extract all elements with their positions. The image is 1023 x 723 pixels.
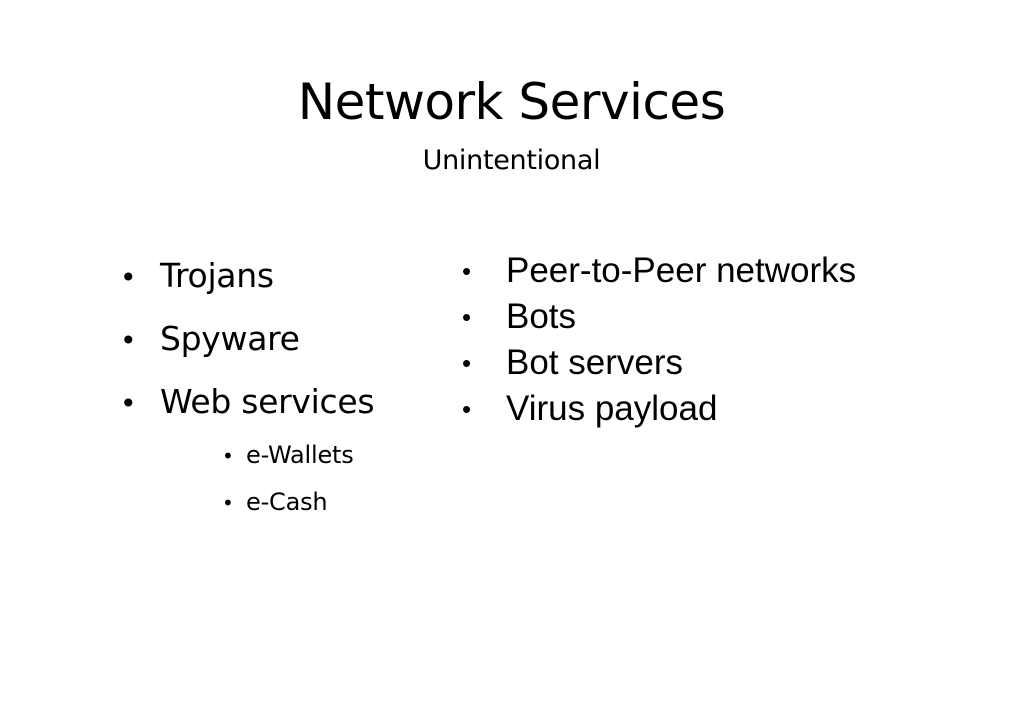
list-item-label: Spyware	[160, 319, 300, 358]
right-bullet-list: • Peer-to-Peer networks • Bots • Bot ser…	[462, 250, 1002, 434]
list-item: • Bots	[462, 296, 1002, 342]
bullet-icon: •	[120, 387, 137, 420]
list-item: • Bot servers	[462, 342, 1002, 388]
sub-bullet-list: • e-Wallets • e-Cash	[120, 437, 450, 531]
sub-list-item-label: e-Cash	[246, 488, 328, 516]
bullet-icon: •	[462, 256, 472, 286]
bullet-icon: •	[462, 348, 472, 378]
list-item-label: Virus payload	[506, 389, 718, 428]
list-item: • Trojans	[120, 252, 450, 315]
list-item: • Virus payload	[462, 388, 1002, 434]
bullet-icon: •	[222, 491, 234, 515]
list-item-label: Trojans	[160, 256, 274, 295]
bullet-icon: •	[120, 324, 137, 357]
list-item-label: Web services	[160, 382, 375, 421]
left-bullet-list: • Trojans • Spyware • Web services • e-W…	[120, 252, 450, 531]
bullet-icon: •	[462, 302, 472, 332]
list-item-label: Peer-to-Peer networks	[506, 251, 857, 290]
sub-list-item: • e-Cash	[120, 484, 450, 531]
slide-subtitle: Unintentional	[422, 145, 601, 176]
slide-title: Network Services	[297, 73, 726, 131]
sub-list-item-label: e-Wallets	[246, 441, 354, 469]
sub-list-item: • e-Wallets	[120, 437, 450, 484]
bullet-icon: •	[222, 444, 234, 468]
list-item-label: Bot servers	[506, 343, 683, 382]
list-item: • Spyware	[120, 315, 450, 378]
bullet-icon: •	[120, 261, 137, 294]
list-item: • Peer-to-Peer networks	[462, 250, 1002, 296]
bullet-icon: •	[462, 394, 472, 424]
list-item: • Web services	[120, 378, 450, 441]
list-item-label: Bots	[506, 297, 577, 336]
